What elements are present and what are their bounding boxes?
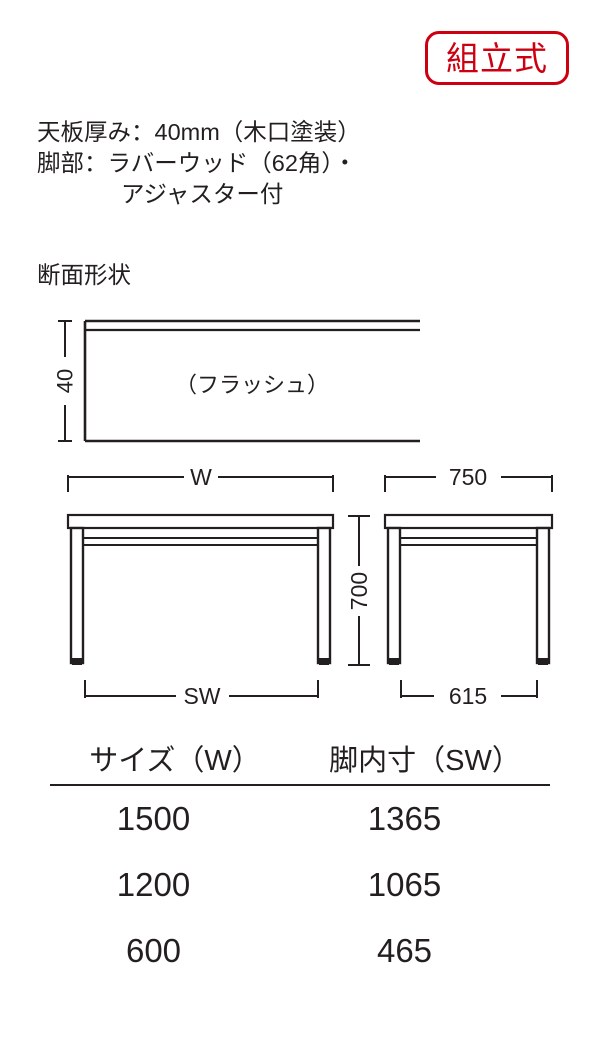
assembly-type-badge-label: 組立式 [446, 39, 548, 77]
height-dimension: 700 [346, 515, 372, 666]
side-view-tabletop [383, 513, 554, 530]
size-table: サイズ（W） 脚内寸（SW） 1500 1365 1200 1065 600 4… [0, 745, 600, 984]
size-table-cell-width: 600 [125, 932, 182, 970]
side-view-leg-left [386, 526, 402, 665]
assembly-type-badge: 組立式 [425, 31, 569, 85]
cross-section-thickness-label: 40 [53, 369, 78, 393]
section-title-cross-section: 断面形状 [37, 262, 131, 288]
front-view-width-label: W [190, 464, 212, 490]
front-view-drawing: W SW [66, 464, 335, 709]
table-row: 600 465 [50, 918, 550, 984]
front-view-adjuster-right-icon [319, 658, 329, 665]
technical-drawing: 40 （フラッシュ） W [53, 319, 554, 709]
size-table-divider [50, 784, 550, 787]
front-view-leg-right [316, 526, 332, 665]
front-view-leg-left [69, 526, 85, 665]
size-table-cell-width: 1500 [116, 800, 191, 838]
front-view-adjuster-left-icon [72, 658, 82, 665]
size-table-header-inner-width: 脚内寸（SW） [329, 745, 521, 777]
size-table-header-width: サイズ（W） [89, 745, 261, 777]
size-table-cell-inner-width: 465 [376, 932, 433, 970]
side-view-leg-right [535, 526, 551, 665]
table-row: 1500 1365 [50, 786, 550, 852]
cross-section-drawing: 40 （フラッシュ） [53, 319, 420, 443]
side-view-adjuster-left-icon [389, 658, 399, 665]
spec-line-adjuster: アジャスター付 [121, 181, 284, 207]
size-table-cell-width: 1200 [116, 866, 191, 904]
spec-line-tabletop: 天板厚み：40mm（木口塗装） [37, 119, 361, 145]
side-view-drawing: 750 615 [383, 464, 554, 709]
spec-line-legs: 脚部：ラバーウッド（62角）・ [37, 150, 357, 176]
size-table-cell-inner-width: 1065 [367, 866, 442, 904]
table-row: 1200 1065 [50, 852, 550, 918]
cross-section-inner-label: （フラッシュ） [175, 373, 329, 398]
specification-text: 天板厚み：40mm（木口塗装） 脚部：ラバーウッド（62角）・ アジャスター付 [37, 117, 557, 210]
front-view-inner-width-label: SW [183, 683, 220, 709]
side-view-depth-label: 750 [449, 464, 487, 490]
size-table-cell-inner-width: 1365 [367, 800, 442, 838]
side-view-adjuster-right-icon [538, 658, 548, 665]
side-view-inner-depth-label: 615 [449, 683, 487, 709]
front-view-tabletop [66, 513, 335, 530]
front-view-height-label: 700 [346, 572, 372, 610]
size-table-header-row: サイズ（W） 脚内寸（SW） [50, 745, 550, 784]
